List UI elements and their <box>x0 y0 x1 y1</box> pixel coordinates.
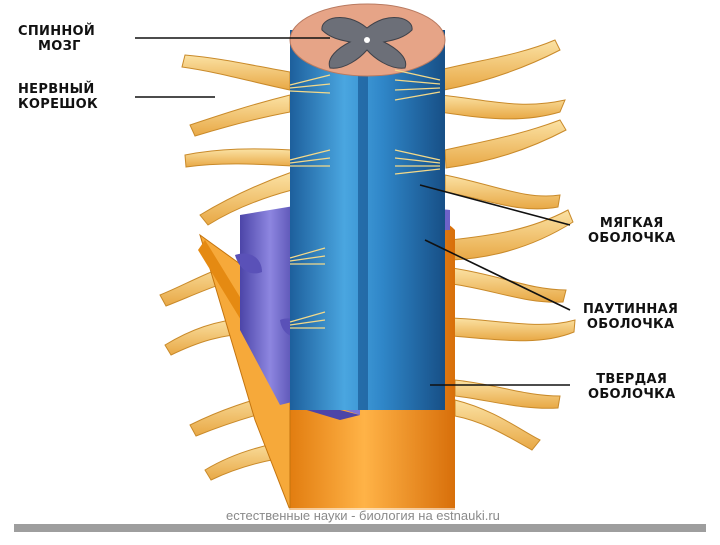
footer-bar <box>14 524 706 532</box>
label-pia-mater-line1: МЯГКАЯ <box>588 216 675 231</box>
label-spinal-cord-line1: СПИННОЙ <box>18 24 95 39</box>
label-spinal-cord-line2: МОЗГ <box>18 39 95 54</box>
label-pia-mater: МЯГКАЯ ОБОЛОЧКА <box>588 216 675 246</box>
label-nerve-root-line2: КОРЕШОК <box>18 97 98 112</box>
label-nerve-root: НЕРВНЫЙ КОРЕШОК <box>18 82 98 112</box>
label-dura-mater-line2: ОБОЛОЧКА <box>588 387 675 402</box>
label-spinal-cord: СПИННОЙ МОЗГ <box>18 24 95 54</box>
label-arachnoid: ПАУТИННАЯ ОБОЛОЧКА <box>583 302 678 332</box>
label-arachnoid-line1: ПАУТИННАЯ <box>583 302 678 317</box>
label-arachnoid-line2: ОБОЛОЧКА <box>583 317 678 332</box>
label-nerve-root-line1: НЕРВНЫЙ <box>18 82 98 97</box>
spinal-cord <box>290 4 445 410</box>
watermark-text: естественные науки - биология на estnauk… <box>222 508 504 523</box>
label-pia-mater-line2: ОБОЛОЧКА <box>588 231 675 246</box>
label-dura-mater: ТВЕРДАЯ ОБОЛОЧКА <box>588 372 675 402</box>
label-dura-mater-line1: ТВЕРДАЯ <box>588 372 675 387</box>
